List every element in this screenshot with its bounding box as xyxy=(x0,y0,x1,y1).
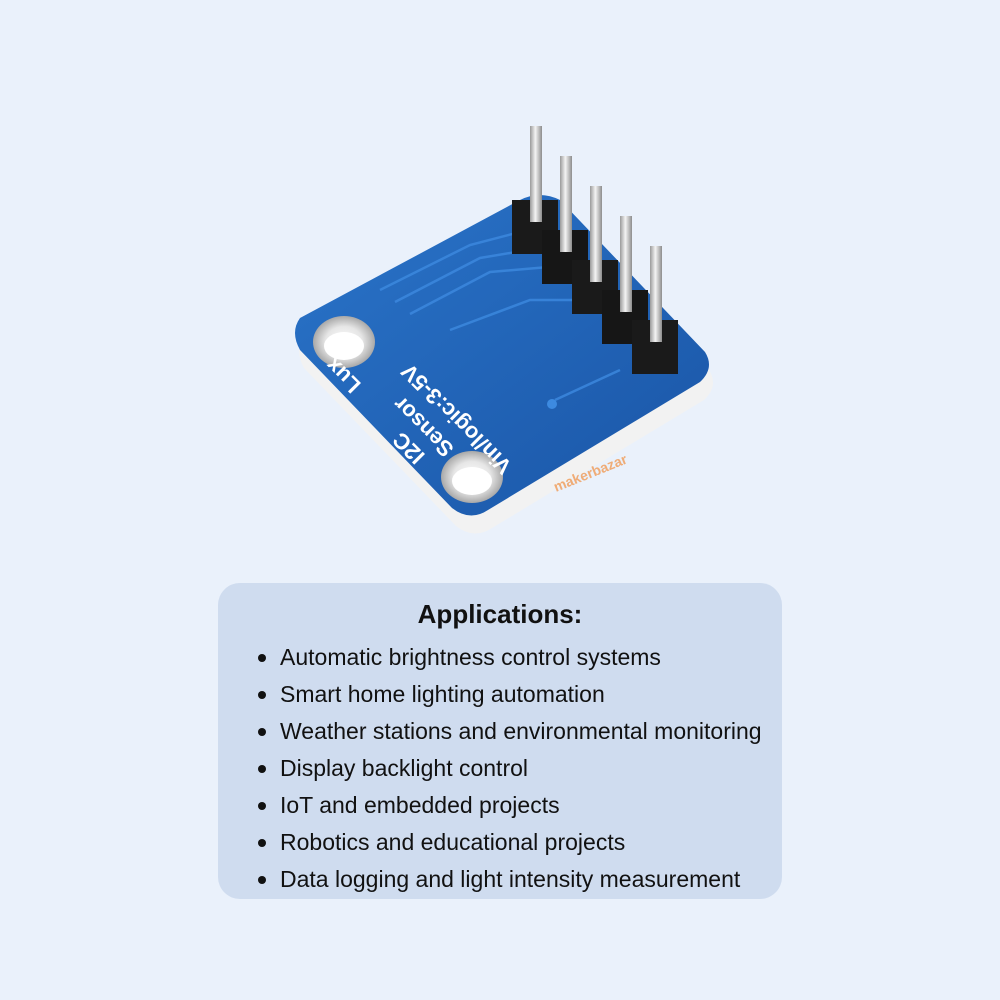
list-item: Automatic brightness control systems xyxy=(254,639,782,676)
mounting-hole xyxy=(441,451,503,503)
list-item: Robotics and educational projects xyxy=(254,824,782,861)
applications-list: Automatic brightness control systems Sma… xyxy=(218,639,782,898)
sensor-board-image: Vin/logic:3-5V Sensor Lux I2C makerbazar xyxy=(295,126,709,516)
applications-card: Applications: Automatic brightness contr… xyxy=(218,583,782,899)
list-item: Weather stations and environmental monit… xyxy=(254,713,782,750)
applications-title: Applications: xyxy=(417,599,583,629)
pin-header xyxy=(512,126,678,374)
list-item: Display backlight control xyxy=(254,750,782,787)
list-item: IoT and embedded projects xyxy=(254,787,782,824)
list-item: Smart home lighting automation xyxy=(254,676,782,713)
mounting-hole xyxy=(313,316,375,368)
list-item: Data logging and light intensity measure… xyxy=(254,861,782,898)
